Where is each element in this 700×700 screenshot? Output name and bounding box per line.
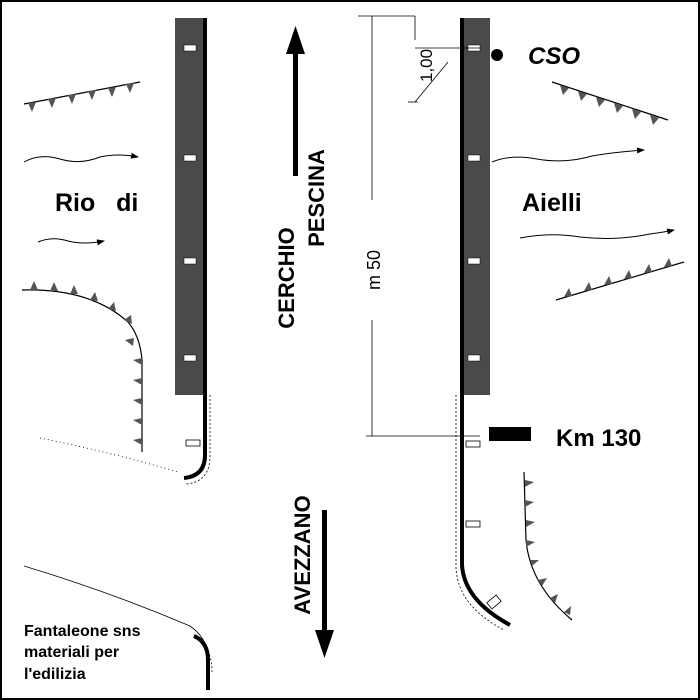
south-arrow-icon xyxy=(315,510,334,658)
right-track-sleeper xyxy=(465,440,481,448)
length-dimension-label: m 50 xyxy=(364,250,384,290)
left-platform-marker xyxy=(183,354,197,362)
left-platform-marker xyxy=(183,44,197,52)
left-platform-marker xyxy=(183,257,197,265)
right-track-sleeper xyxy=(486,594,502,610)
embankment-lines xyxy=(21,81,685,621)
km-label: Km 130 xyxy=(556,425,641,452)
fantaleone-label-line3: l'edilizia xyxy=(24,666,86,683)
flow-arrow-icon xyxy=(491,147,645,163)
cso-label: CSO xyxy=(528,43,580,70)
embankment-teeth xyxy=(525,480,571,615)
embankment-teeth xyxy=(560,85,659,125)
embankment-teeth xyxy=(28,83,134,112)
right-platform-marker xyxy=(467,154,481,162)
left-platform xyxy=(175,18,205,395)
avezzano-label: AVEZZANO xyxy=(290,495,315,614)
right-platform xyxy=(460,18,490,395)
embankment-line xyxy=(523,471,573,621)
right-platform-marker xyxy=(467,257,481,265)
pescina-label: PESCINA xyxy=(304,149,329,247)
flow-arrows xyxy=(23,147,675,246)
right-track-sleeper xyxy=(465,520,481,528)
dimension-group: 1,00 m 50 xyxy=(358,15,480,437)
km-marker-icon xyxy=(489,427,531,441)
left-track-group xyxy=(175,18,211,485)
cso-point-icon xyxy=(491,49,503,61)
cerchio-label: CERCHIO xyxy=(274,227,299,328)
rio-di-label: Rio di xyxy=(55,189,138,217)
spacing-dimension-label: 1,00 xyxy=(417,49,436,82)
dimension-leader xyxy=(414,61,449,103)
flow-arrow-icon xyxy=(23,152,139,163)
right-track-group xyxy=(455,18,511,631)
left-track-edge xyxy=(185,395,211,485)
embankment-line xyxy=(21,289,143,452)
left-track-sleeper xyxy=(185,439,201,447)
left-platform-marker xyxy=(183,154,197,162)
embankment-teeth xyxy=(564,258,672,297)
fantaleone-label-line2: materiali per xyxy=(24,644,119,661)
spur-track-rail xyxy=(193,634,210,690)
embankment-line xyxy=(551,81,669,121)
embankment-line xyxy=(23,81,141,105)
embankment-line xyxy=(555,261,685,301)
aielli-label: Aielli xyxy=(522,189,582,217)
fantaleone-label-line1: Fantaleone sns xyxy=(24,623,141,640)
flow-arrow-icon xyxy=(519,228,675,239)
north-arrow-icon xyxy=(286,26,305,176)
right-platform-marker xyxy=(467,354,481,362)
road-boundary-line xyxy=(23,565,207,649)
left-track-rail xyxy=(183,18,207,480)
flow-arrow-icon xyxy=(37,238,105,246)
boundary-dotted-line xyxy=(39,437,179,473)
right-track-rail xyxy=(460,18,511,627)
embankment-teeth xyxy=(30,281,142,445)
